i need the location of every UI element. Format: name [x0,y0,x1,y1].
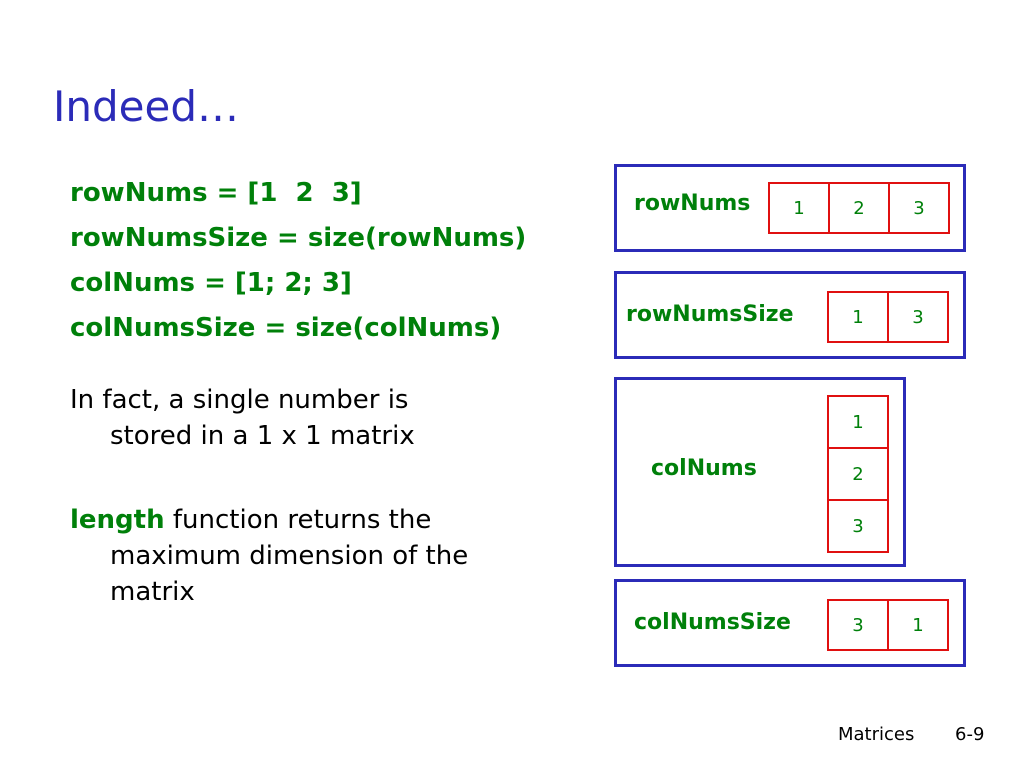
footer-page-number: 6-9 [955,724,985,745]
matrix-cell: 1 [827,291,889,343]
rownums-box: rowNums 1 2 3 [614,164,966,252]
matrix-cell: 3 [827,599,889,651]
paragraph-line: matrix [110,577,195,607]
code-line-colnumssize: colNumsSize = size(colNums) [70,313,502,343]
code-line-colnums: colNums = [1; 2; 3] [70,268,352,298]
rownumssize-label: rowNumsSize [626,302,794,327]
rownums-label: rowNums [634,191,751,216]
paragraph-single-number: In fact, a single number is stored in a … [70,382,550,454]
matrix-cell: 1 [827,395,889,449]
code-line-rownumssize: rowNumsSize = size(rowNums) [70,223,527,253]
colnumssize-box: colNumsSize 3 1 [614,579,966,667]
paragraph-length-function: length function returns the maximum dime… [70,502,550,610]
matrix-cell: 2 [828,182,890,234]
code-line-rownums: rowNums = [1 2 3] [70,178,362,208]
slide-title: Indeed… [53,82,240,131]
colnums-box: colNums 1 2 3 [614,377,906,567]
paragraph-line: In fact, a single number is [70,385,409,415]
colnums-cells: 1 2 3 [827,395,889,553]
footer-section: Matrices [838,724,915,745]
matrix-cell: 3 [888,182,950,234]
rownums-cells: 1 2 3 [768,182,950,234]
rownumssize-box: rowNumsSize 1 3 [614,271,966,359]
colnums-label: colNums [651,456,757,481]
paragraph-text: function returns the [164,505,432,535]
colnumssize-cells: 3 1 [827,599,949,651]
colnumssize-label: colNumsSize [634,610,791,635]
length-keyword: length [70,505,165,535]
rownumssize-cells: 1 3 [827,291,949,343]
paragraph-line: stored in a 1 x 1 matrix [110,421,415,451]
matrix-cell: 2 [827,447,889,501]
matrix-cell: 3 [827,499,889,553]
matrix-cell: 3 [887,291,949,343]
paragraph-line: maximum dimension of the [110,541,469,571]
matrix-cell: 1 [887,599,949,651]
matrix-cell: 1 [768,182,830,234]
